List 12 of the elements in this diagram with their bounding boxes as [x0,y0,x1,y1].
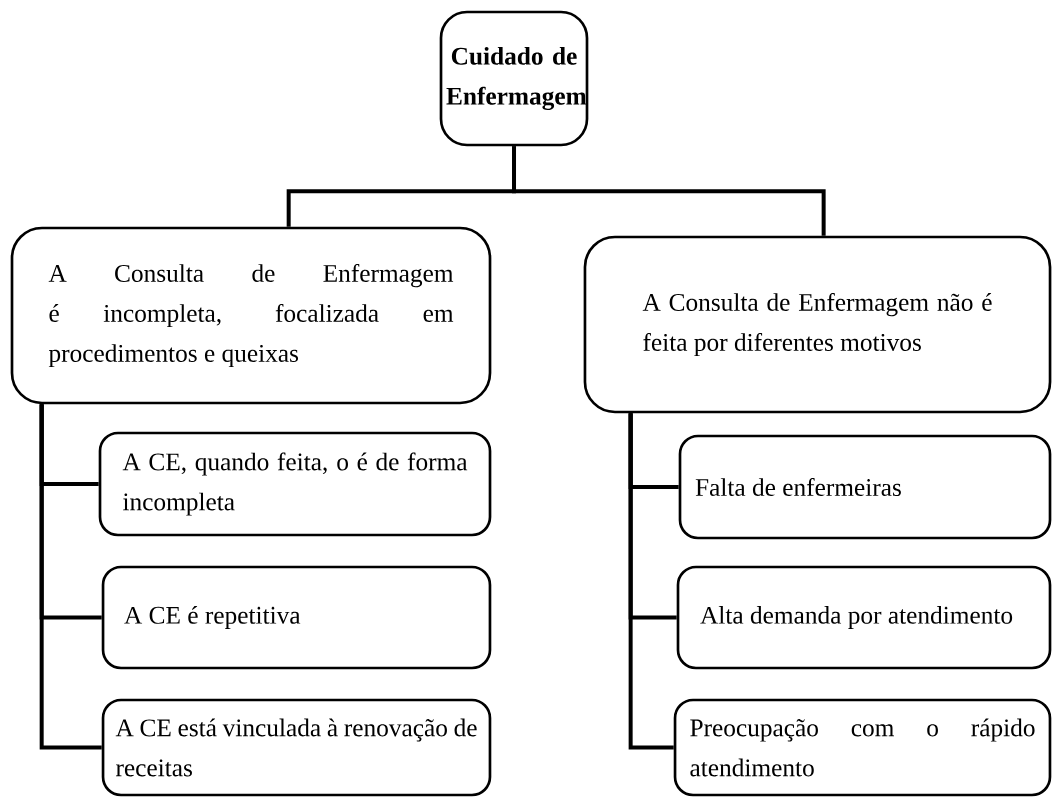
topic-box: A Consulta de Enfermagem não é feita por diferentes motivos [583,235,1052,414]
item-box: Alta demanda por atendimento [676,565,1052,670]
connector-line [512,146,826,236]
item-box: Preocupação com o rápido atendimento [673,698,1052,797]
connector-line [628,413,674,750]
item-box: A CE, quando feita, o é de forma incompleta [98,431,492,537]
item-box: Falta de enfermeiras [678,434,1052,540]
item-box: A CE está vinculada à renovação de receitas [101,698,492,797]
connector-line [39,404,102,750]
item-box: A CE é repetitiva [101,565,492,670]
title-box: Cuidado de Enfermagem [439,10,589,147]
topic-box: A Consulta de Enfermagem é incompleta, focalizada em procedimentos e queixas [10,226,492,405]
